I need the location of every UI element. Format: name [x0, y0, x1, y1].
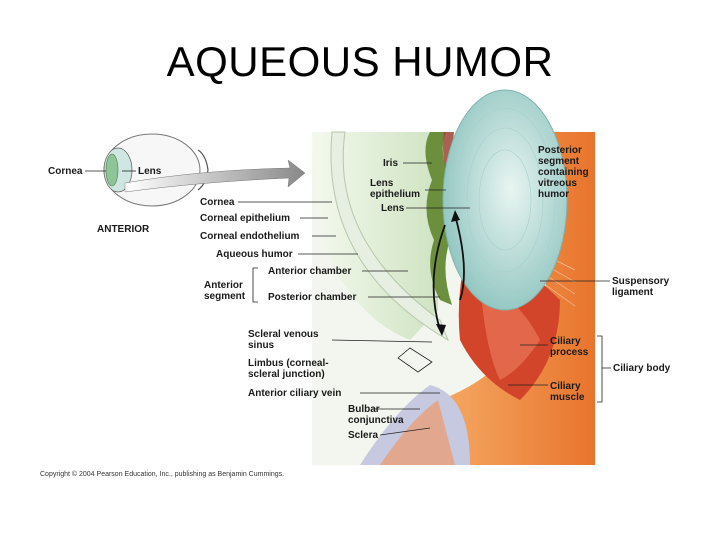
label-scleral-venous-sinus-1: Scleral venous — [248, 329, 319, 340]
label-posterior-chamber: Posterior chamber — [268, 292, 356, 303]
label-anterior-chamber: Anterior chamber — [268, 266, 351, 277]
label-anterior-segment-2: segment — [204, 291, 246, 302]
label-group-right: Iris Lens epithelium Lens Posterior segm… — [370, 145, 671, 403]
label-iris: Iris — [383, 158, 398, 169]
label-suspensory-ligament-1: Suspensory — [612, 276, 670, 287]
copyright-text: Copyright © 2004 Pearson Education, Inc.… — [40, 470, 284, 478]
label-limbus-2: scleral junction) — [248, 369, 325, 380]
label-lens: Lens — [381, 203, 405, 214]
label-sclera: Sclera — [348, 430, 378, 441]
label-anterior-segment-1: Anterior — [204, 280, 243, 291]
label-aqueous-humor: Aqueous humor — [216, 249, 293, 260]
label-ciliary-muscle-1: Ciliary — [550, 381, 581, 392]
lens-region — [442, 89, 568, 311]
label-posterior-segment-4: vitreous — [538, 178, 577, 189]
label-lens-epithelium-2: epithelium — [370, 189, 420, 200]
label-cornea: Cornea — [200, 197, 235, 208]
magnify-arrow — [124, 159, 306, 193]
label-limbus-1: Limbus (corneal- — [248, 358, 329, 369]
label-ciliary-process-2: process — [550, 347, 589, 358]
label-scleral-venous-sinus-2: sinus — [248, 340, 275, 351]
label-inset-cornea: Cornea — [48, 166, 83, 177]
label-anterior-ciliary-vein: Anterior ciliary vein — [248, 388, 341, 399]
label-ciliary-body: Ciliary body — [613, 363, 671, 374]
label-posterior-segment-2: segment — [538, 156, 580, 167]
label-ciliary-process-1: Ciliary — [550, 336, 581, 347]
magnified-eye-section — [252, 89, 603, 465]
label-lens-epithelium-1: Lens — [370, 178, 394, 189]
label-posterior-segment-5: humor — [538, 189, 569, 200]
label-inset-anterior: ANTERIOR — [97, 224, 150, 235]
label-suspensory-ligament-2: ligament — [612, 287, 654, 298]
label-bulbar-conjunctiva-2: conjunctiva — [348, 415, 404, 426]
label-posterior-segment-1: Posterior — [538, 145, 582, 156]
slide-title: AQUEOUS HUMOR — [166, 38, 554, 85]
label-inset-lens: Lens — [138, 166, 162, 177]
label-ciliary-muscle-2: muscle — [550, 392, 585, 403]
label-group-left: Cornea Lens ANTERIOR Cornea Corneal epit… — [48, 166, 440, 441]
label-bulbar-conjunctiva-1: Bulbar — [348, 404, 380, 415]
label-corneal-epithelium: Corneal epithelium — [200, 213, 290, 224]
label-corneal-endothelium: Corneal endothelium — [200, 231, 300, 242]
label-posterior-segment-3: containing — [538, 167, 589, 178]
